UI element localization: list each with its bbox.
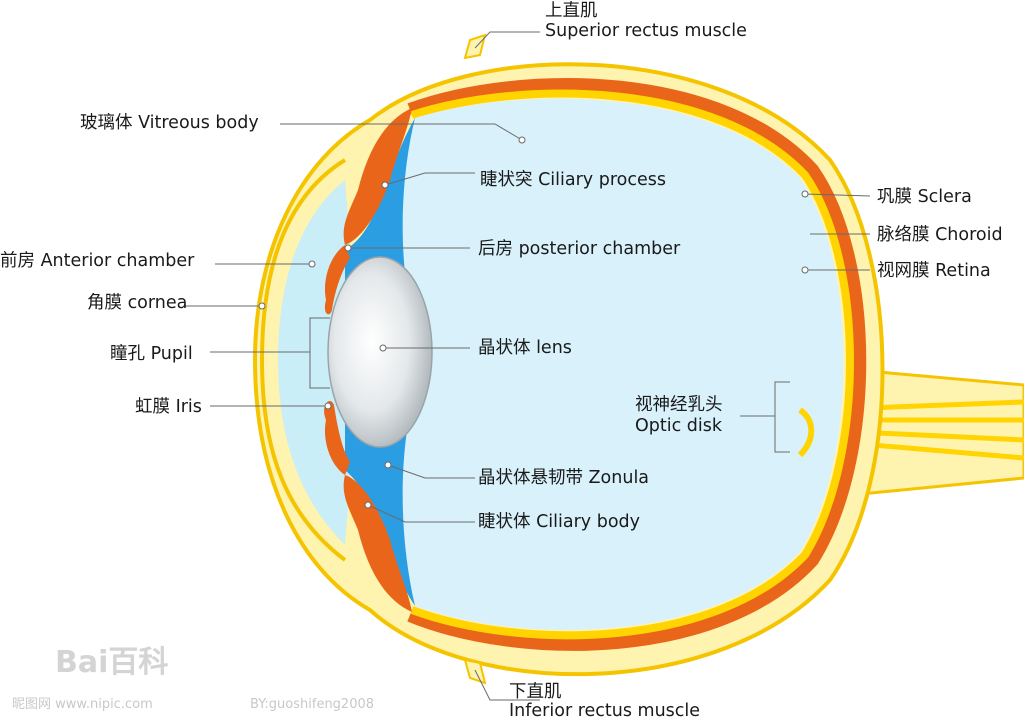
label-optic-disk-cn: 视神经乳头 (635, 395, 723, 415)
watermark-author: BY:guoshifeng2008 (250, 697, 374, 712)
label-anterior-chamber: 前房 Anterior chamber (0, 251, 195, 271)
ciliary-process (343, 108, 412, 245)
vitreous-body (396, 98, 844, 630)
label-zonula: 晶状体悬韧带 Zonula (478, 468, 649, 488)
label-cornea: 角膜 cornea (87, 293, 187, 313)
label-vitreous-body: 玻璃体 Vitreous body (80, 113, 259, 133)
label-inferior-rectus-en: Inferior rectus muscle (509, 701, 700, 719)
label-choroid: 脉络膜 Choroid (877, 225, 1003, 245)
label-pupil: 瞳孔 Pupil (110, 344, 193, 364)
label-sclera: 巩膜 Sclera (877, 187, 972, 207)
choroid (407, 78, 867, 651)
watermark-nipic: 昵图网 www.nipic.com (12, 697, 153, 712)
label-superior-rectus-en: Superior rectus muscle (545, 21, 747, 41)
iris-lower (324, 400, 350, 475)
label-inferior-rectus-cn: 下直肌 (509, 682, 562, 702)
label-iris: 虹膜 Iris (135, 397, 202, 417)
superior-rectus-muscle (463, 33, 487, 60)
label-ciliary-process: 睫状突 Ciliary process (480, 170, 666, 190)
retina (410, 89, 854, 640)
ciliary-body (343, 475, 412, 612)
iris-upper (324, 245, 350, 315)
label-retina: 视网膜 Retina (877, 261, 991, 281)
label-optic-disk-en: Optic disk (635, 416, 723, 436)
label-ciliary-body: 睫状体 Ciliary body (478, 512, 640, 532)
label-posterior-chamber: 后房 posterior chamber (478, 239, 681, 259)
leader-dots (258, 136, 809, 509)
lens (327, 256, 433, 448)
leader-lines (185, 31, 871, 701)
label-superior-rectus-cn: 上直肌 (545, 1, 598, 21)
inferior-rectus-muscle (463, 658, 487, 685)
watermark-baidu: Bai百科 (55, 645, 168, 680)
label-lens: 晶状体 lens (478, 338, 572, 358)
optic-disk (797, 407, 815, 458)
